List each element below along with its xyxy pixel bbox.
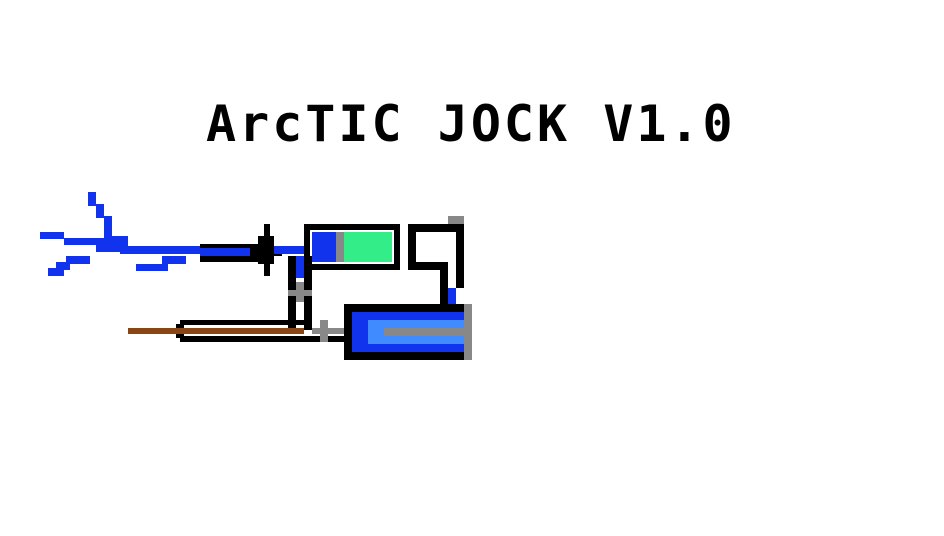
rod-icon [128, 320, 348, 342]
blue-tank-icon [344, 304, 472, 360]
lightning-root-icon [40, 192, 264, 276]
green-tank-icon [304, 224, 400, 270]
game-title: ArcTIC JOCK V1.0 [206, 95, 736, 153]
valve-icon [250, 224, 282, 276]
